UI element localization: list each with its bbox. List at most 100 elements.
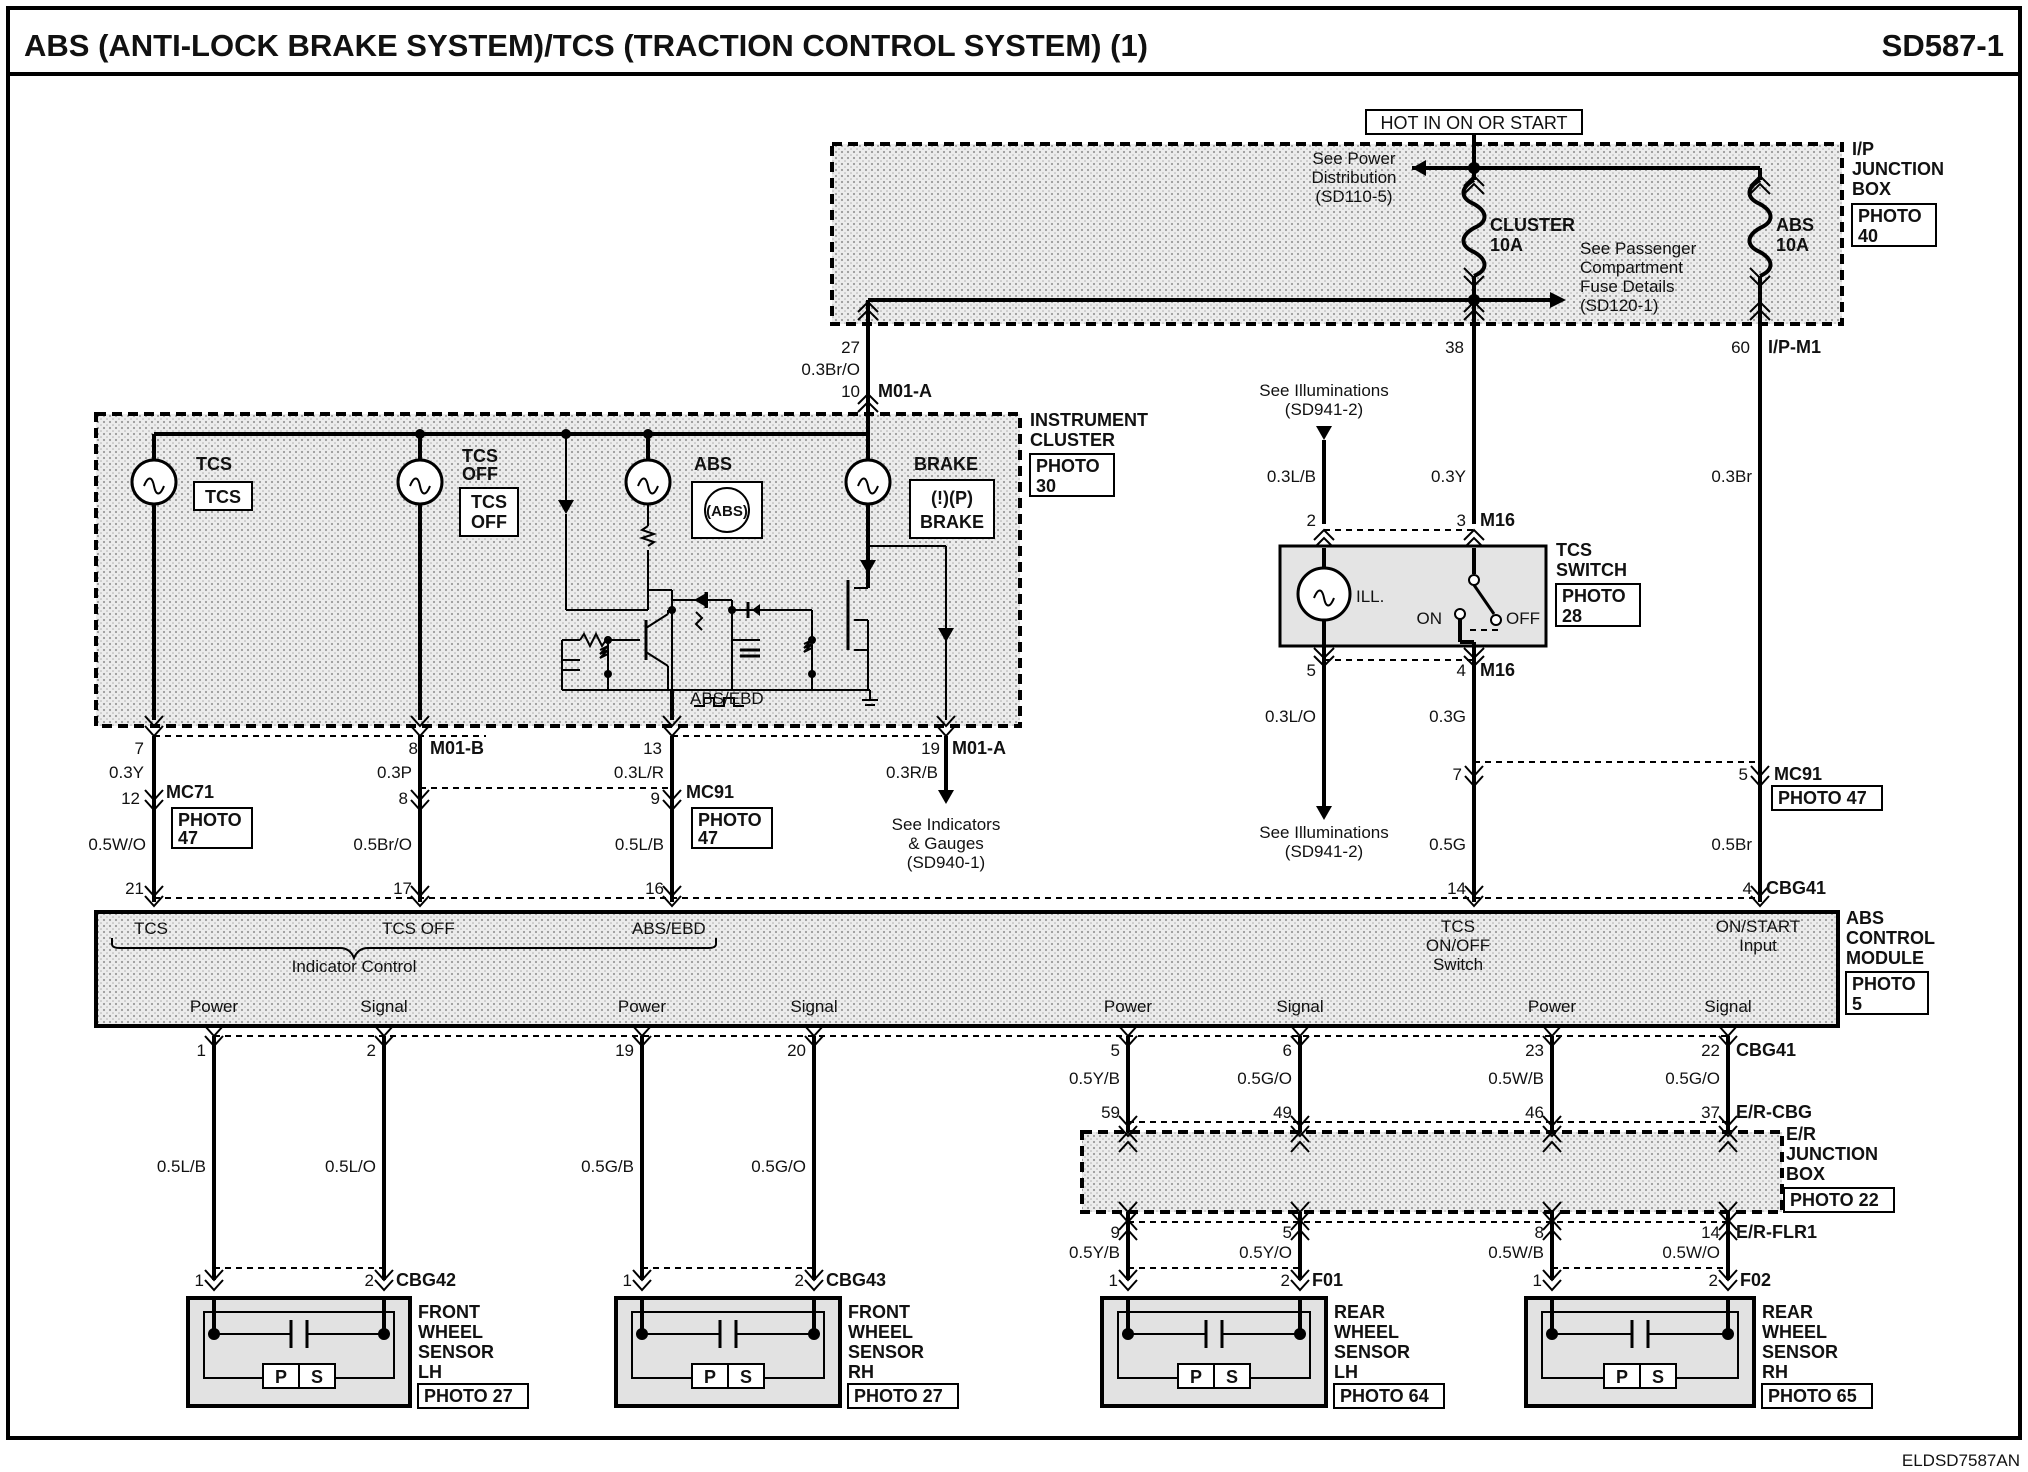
mc71-pin: 12 — [121, 789, 140, 808]
hot-in-label: HOT IN ON OR START — [1380, 113, 1567, 133]
er-top-inner-1 — [1290, 1130, 1310, 1153]
module-bottom-label-7: Power — [1528, 997, 1577, 1016]
mc91-right-name: MC91 — [1774, 764, 1822, 784]
mc91-right-photo: PHOTO 47 — [1778, 788, 1867, 808]
wire-brake-0.3rb: 0.3R/B — [886, 763, 938, 782]
diagram-code: SD587-1 — [1882, 28, 2004, 63]
sensor-p-label: P — [1190, 1367, 1202, 1387]
module-bottom-label-8: Signal — [1704, 997, 1751, 1016]
module-photo-2: 5 — [1852, 994, 1862, 1014]
wire-tcs-0.5wo: 0.5W/O — [88, 835, 146, 854]
ip-conn-label: I/P-M1 — [1768, 337, 1821, 357]
tcs-lamp — [130, 458, 178, 506]
swire-u-4: 0.5Y/B — [1069, 1069, 1120, 1088]
ip-jb-photo-box — [1851, 203, 1937, 247]
er-photo-box — [1783, 1187, 1895, 1213]
module-bpin-2: 2 — [367, 1041, 376, 1060]
sensor-name-line: FRONT — [848, 1302, 910, 1322]
tcs-sw-conn-bottom: M16 — [1480, 660, 1515, 680]
sensor-name-line: FRONT — [418, 1302, 480, 1322]
mc91-right-photo-box — [1771, 785, 1883, 811]
sensor-name-line: LH — [418, 1362, 442, 1382]
er-top-terminal-2 — [1542, 1115, 1562, 1138]
er-bottom-pin-9: 9 — [1111, 1223, 1120, 1242]
swire-u-3: 0.5G/O — [751, 1157, 806, 1176]
tcs-sw-conn-top: M16 — [1480, 510, 1515, 530]
module-bpin-19: 19 — [615, 1041, 634, 1060]
cluster-internal-circuit: ABS/EBD — [558, 434, 954, 720]
abs-ebd-cluster-label: ABS/EBD — [690, 689, 764, 708]
swire-u-0: 0.5L/B — [157, 1157, 206, 1176]
footer-code: ELDSD7587AN — [1902, 1451, 2020, 1470]
sensor-conn-label: CBG42 — [396, 1270, 456, 1290]
sensor-body — [1100, 1296, 1328, 1408]
er-bottom-inner-3 — [1718, 1201, 1738, 1224]
ip-jb-name-1: I/P — [1852, 139, 1874, 159]
module-tcs-onoff-3: Switch — [1433, 955, 1483, 974]
swire-u-6: 0.5W/B — [1488, 1069, 1544, 1088]
wire-switch-0.5g: 0.5G — [1429, 835, 1466, 854]
abs-wire-0.3br: 0.3Br — [1711, 467, 1752, 486]
er-bottom-terminal-1 — [1290, 1218, 1310, 1241]
sensor-p-label: P — [704, 1367, 716, 1387]
sensor-photo-label: PHOTO 64 — [1340, 1386, 1429, 1406]
sensor-p-label: P — [1616, 1367, 1628, 1387]
swire-u-2: 0.5G/B — [581, 1157, 634, 1176]
see-ill-top-1: See Illuminations — [1259, 381, 1388, 400]
tcs-off-icon-box — [459, 487, 519, 537]
sensor-name-line: SENSOR — [848, 1342, 924, 1362]
module-on-start-2: Input — [1739, 936, 1777, 955]
sensor-photo-label: PHOTO 65 — [1768, 1386, 1857, 1406]
tcs-sw-wire-ill-in: 0.3L/B — [1267, 467, 1316, 486]
sensor-pin-1-label: 1 — [1109, 1271, 1118, 1290]
abs-icon-text: (ABS) — [706, 503, 748, 520]
module-bpin-1: 1 — [197, 1041, 206, 1060]
sensor-pin-b — [374, 1269, 394, 1292]
wire-tcs-off-0.5bro: 0.5Br/O — [353, 835, 412, 854]
cluster-name-2: CLUSTER — [1030, 430, 1115, 450]
sensor-photo-label: PHOTO 27 — [854, 1386, 943, 1406]
module-bpin-6: 6 — [1283, 1041, 1292, 1060]
er-bottom-terminal-3 — [1718, 1218, 1738, 1241]
module-pin-16: 16 — [645, 879, 664, 898]
cluster-fuse-rating: 10A — [1490, 235, 1523, 255]
mc71-photo-box — [171, 807, 253, 849]
swire-l-2: 0.5W/B — [1488, 1243, 1544, 1262]
mc91-left-photo-box — [691, 807, 773, 849]
er-name-3: BOX — [1786, 1164, 1825, 1184]
sensor-photo-box — [1333, 1383, 1445, 1409]
sensor-photo-label: PHOTO 27 — [424, 1386, 513, 1406]
indicator-wiring: 0.3Y 0.3P 0.3L/R 0.3R/B See Indicators &… — [88, 736, 1000, 902]
see-indicators-3: (SD940-1) — [907, 853, 985, 872]
cluster-feed-conn: M01-A — [878, 381, 932, 401]
ip-jb-photo-1: PHOTO — [1858, 206, 1922, 226]
tcs-sw-wire-feed: 0.3Y — [1431, 467, 1466, 486]
er-photo: PHOTO 22 — [1790, 1190, 1879, 1210]
sensor-name-line: WHEEL — [418, 1322, 483, 1342]
er-top-terminal-3 — [1718, 1115, 1738, 1138]
module-photo-box — [1845, 971, 1929, 1015]
sensor-name-line: RH — [1762, 1362, 1788, 1382]
sensor-s-label: S — [740, 1367, 752, 1387]
sensor-s-label: S — [1226, 1367, 1238, 1387]
tcs-switch-photo-1: PHOTO — [1562, 586, 1626, 606]
brake-icon-1: (!)(P) — [931, 488, 973, 508]
er-top-pin-49: 49 — [1273, 1103, 1292, 1122]
cluster-conn-a: M01-A — [952, 738, 1006, 758]
sensor-conn-label: F02 — [1740, 1270, 1771, 1290]
sensor-pin-b — [804, 1269, 824, 1292]
see-ill-bottom-2: (SD941-2) — [1285, 842, 1363, 861]
er-top-pin-46: 46 — [1525, 1103, 1544, 1122]
sensor-body — [186, 1296, 412, 1408]
abs-control-module: TCS TCS OFF ABS/EBD Indicator Control TC… — [94, 908, 1935, 1028]
swire-l-1: 0.5Y/O — [1239, 1243, 1292, 1262]
er-bottom-terminal-2 — [1542, 1218, 1562, 1241]
module-bpin-5: 5 — [1111, 1041, 1120, 1060]
er-top-inner-2 — [1542, 1130, 1562, 1153]
sensor-pin-b — [1290, 1269, 1310, 1292]
sensor-pin-a — [204, 1269, 224, 1292]
abs-module-bottom-connector: 1 2 19 20 5 6 23 22 CBG41 — [197, 1025, 1796, 1060]
